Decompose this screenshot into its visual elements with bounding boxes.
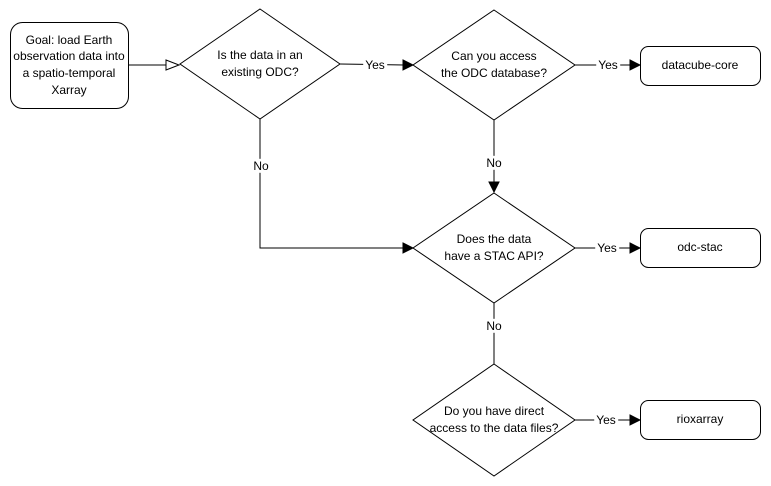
result-rioxarray-shape [640, 400, 761, 440]
edge-label-no-access-db: No [484, 155, 504, 171]
edge-existing-odc-no [259, 119, 404, 249]
arrowhead-icon [402, 242, 415, 254]
arrowhead-icon [629, 59, 642, 71]
decision-access-db-shape [412, 9, 576, 121]
open-arrowhead-icon [165, 59, 181, 71]
decision-direct-files-shape [412, 363, 576, 477]
decision-stac-api-shape [412, 192, 576, 304]
edge-label-yes-stac-api: Yes [595, 240, 619, 256]
arrowhead-icon [629, 242, 642, 254]
goal-node-shape [10, 22, 129, 109]
arrowhead-icon [629, 414, 642, 426]
result-odc-stac-shape [640, 228, 761, 268]
decision-existing-odc-shape [179, 8, 341, 120]
edge-label-no-stac-api: No [484, 318, 504, 334]
edge-label-yes-access-db: Yes [596, 57, 620, 73]
arrowhead-icon [488, 181, 500, 194]
edge-label-yes-existing-odc: Yes [363, 57, 387, 73]
result-datacube-core-shape [640, 46, 761, 86]
arrowhead-icon [402, 59, 415, 71]
edge-label-no-existing-odc: No [251, 158, 271, 174]
edge-label-yes-direct-files: Yes [594, 412, 618, 428]
